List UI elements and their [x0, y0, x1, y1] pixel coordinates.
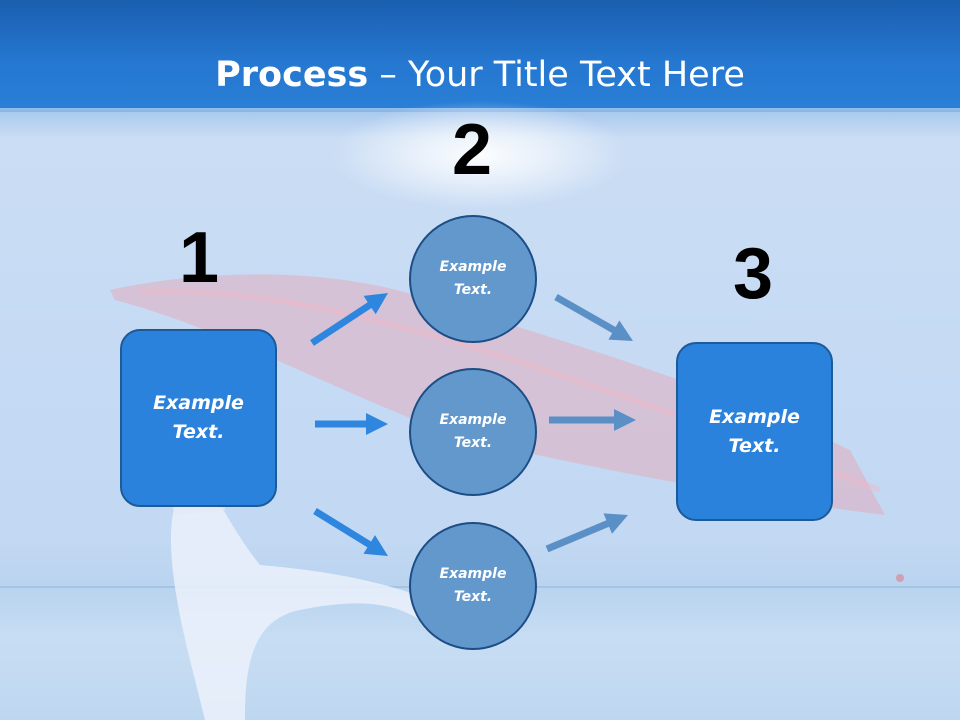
- circle-middle-label: Example Text.: [439, 412, 507, 451]
- sun-glow: [330, 100, 630, 210]
- step-3-label: Example Text.: [709, 405, 800, 457]
- title-rest: – Your Title Text Here: [368, 55, 745, 95]
- step-2-circle-middle[interactable]: Example Text.: [409, 368, 537, 496]
- sailboat-mark: [896, 574, 904, 582]
- arrow-bottom-to-step-3: [545, 513, 628, 553]
- title-bold: Process: [215, 55, 369, 95]
- step-3-box[interactable]: Example Text.: [676, 342, 833, 521]
- step-2-circle-top[interactable]: Example Text.: [409, 215, 537, 343]
- circle-bottom-label: Example Text.: [439, 566, 507, 605]
- arrow-to-middle-circle: [315, 413, 388, 435]
- slide-title: Process – Your Title Text Here: [0, 53, 960, 97]
- step-1-label: Example Text.: [153, 392, 244, 443]
- circle-top-label: Example Text.: [439, 259, 507, 298]
- arrow-to-bottom-circle: [313, 508, 388, 556]
- arrow-top-to-step-3: [554, 294, 633, 341]
- step-number-1: 1: [178, 218, 220, 298]
- arrow-middle-to-step-3: [549, 409, 636, 431]
- step-number-2: 2: [451, 110, 493, 190]
- arrow-to-top-circle: [310, 293, 388, 346]
- step-2-circle-bottom[interactable]: Example Text.: [409, 522, 537, 650]
- figure-silhouette: [170, 505, 431, 720]
- step-1-box[interactable]: Example Text.: [120, 329, 277, 507]
- title-bar: [0, 0, 960, 112]
- step-number-3: 3: [732, 234, 774, 314]
